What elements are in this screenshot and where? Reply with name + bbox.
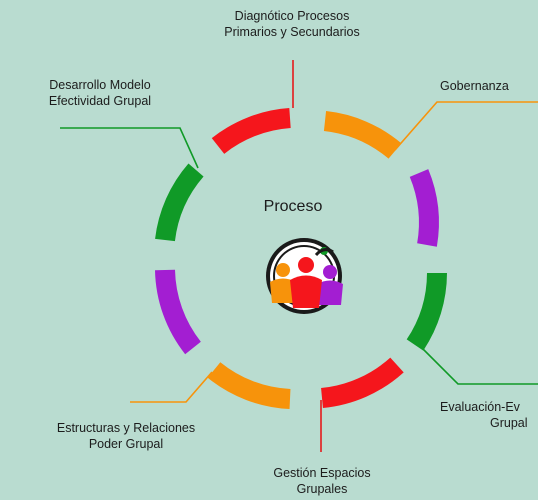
label-diagnostico: Diagnótico Procesos Primarios y Secundar… (224, 9, 360, 39)
connector-estructuras (130, 371, 213, 403)
ring-segment-purple-left (155, 269, 202, 355)
ring-segment-green-left (155, 163, 204, 242)
ring-segment-orange-top (323, 111, 402, 159)
center-title: Proceso (263, 198, 323, 215)
connector-desarrollo (60, 127, 199, 169)
connector-gobernanza (394, 101, 538, 151)
ring-segment-green-right (406, 272, 447, 351)
label-desarrollo: Desarrollo Modelo Efectividad Grupal (48, 78, 152, 108)
label-gobernanza: Gobernanza (440, 79, 509, 93)
ring-segment-red-top (211, 108, 291, 154)
label-estructuras: Estructuras y Relaciones Poder Grupal (56, 421, 196, 451)
label-evaluacion: Evaluación-Ev Grupal (440, 400, 528, 430)
ring-segment-orange-bottom (207, 362, 291, 409)
label-gestion: Gestión Espacios Grupales (273, 466, 371, 496)
ring-segment-red-bottom (320, 357, 404, 408)
connector-evaluacion (418, 344, 538, 385)
ring-segment-purple-right (409, 169, 439, 247)
people-group-icon (266, 238, 343, 314)
